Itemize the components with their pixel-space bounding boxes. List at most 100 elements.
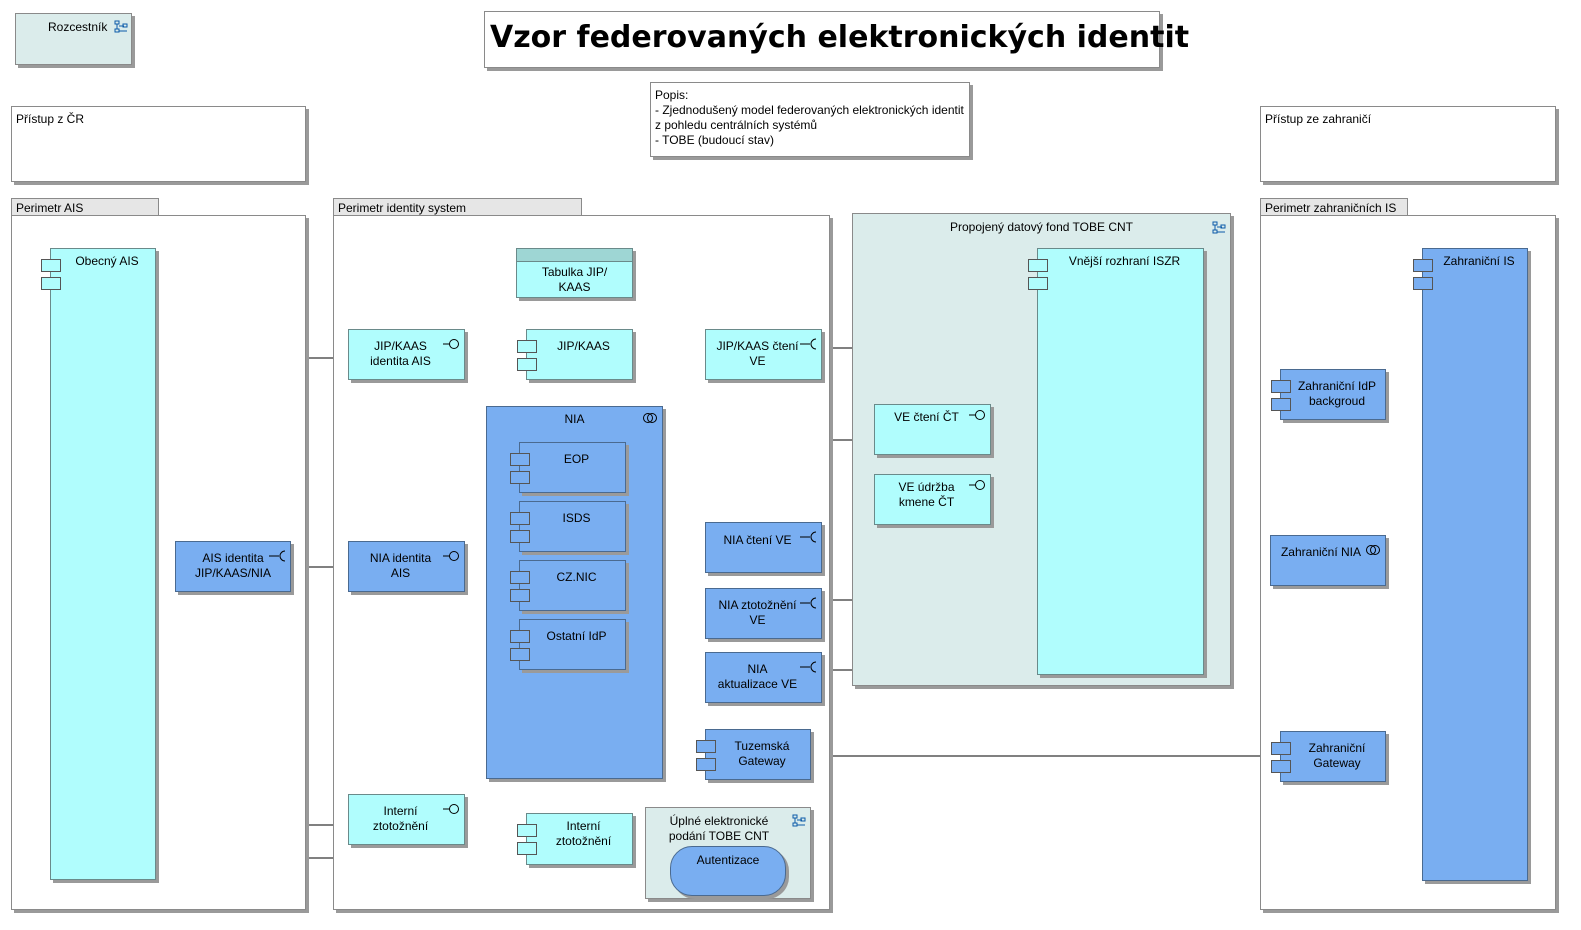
full-submission-label: podání TOBE CNT [668,829,770,843]
general-ais-label: Obecný AIS [75,254,139,268]
internal-label: Interní [566,819,601,833]
nia-update-ve-interface[interactable]: NIA aktualizace VE [705,652,822,703]
authentication-label: Autentizace [696,853,760,867]
signpost-label: Rozcestník [48,20,108,34]
jip-identity-label: JIP/KAAS [374,339,427,353]
nia-read-ve-interface[interactable]: NIA čtení VE [705,522,822,573]
ve-maint-label: VE údržba [898,480,955,494]
full-submission-label: Úplné elektronické [669,814,769,828]
isds-component[interactable]: ISDS [510,501,626,552]
required-interface-icon [269,550,286,562]
foreign-is-label: Zahraniční IS [1443,254,1515,268]
description-note: Popis: - Zjednodušený model federovaných… [650,82,970,157]
component-tab [510,453,530,466]
nia-identification-ve-interface[interactable]: NIA ztotožnění VE [705,588,822,639]
collaboration-icon [643,413,657,423]
foreign-gateway-label: Zahraniční [1308,741,1366,755]
nia-update-label: NIA [747,662,768,676]
grouping-icon [792,814,806,827]
internal-identification-interface[interactable]: Interní ztotožnění [348,794,465,845]
jip-kaas-component[interactable]: JIP/KAAS [517,329,633,380]
description-line: Popis: [655,88,689,102]
foreign-is-component[interactable]: Zahraniční IS [1413,248,1528,881]
other-idp-component[interactable]: Ostatní IdP [510,619,626,670]
component-tab [517,358,537,371]
general-ais-component[interactable]: Obecný AIS [41,248,156,880]
required-interface-icon [800,597,817,609]
jip-table-label: KAAS [558,280,591,294]
component-tab [1271,380,1291,393]
perimeter-foreign-tab: Perimetr zahraničních IS [1260,198,1408,216]
component-tab [1028,259,1048,272]
internal-iface-label: Interní [383,804,418,818]
cznic-label: CZ.NIC [556,570,597,584]
eop-component[interactable]: EOP [510,442,626,493]
component-tab [510,471,530,484]
component-tab [510,589,530,602]
iszr-label: Vnější rozhraní ISZR [1068,254,1181,268]
component-tab [510,512,530,525]
component-tab [510,530,530,543]
foreign-idp-label: Zahraniční IdP [1297,379,1377,393]
nia-identity-label: NIA identita [369,551,432,565]
access-abroad-label: Přístup ze zahraničí [1265,112,1372,126]
nia-identity-label: AIS [390,566,411,580]
provided-interface-icon [969,410,985,420]
description-line: - TOBE (budoucí stav) [655,133,774,147]
foreign-idp-label: backgroud [1308,394,1366,408]
jip-table-label: Tabulka JIP/ [541,265,608,279]
description-line: - Zjednodušený model federovaných elektr… [655,103,964,117]
required-interface-icon [800,531,817,543]
component-tab [1271,760,1291,773]
ais-identity-interface[interactable]: AIS identita JIP/KAAS/NIA [175,541,291,592]
component-tab [517,842,537,855]
component-tab [510,630,530,643]
component-tab [696,758,716,771]
ais-identity-label: JIP/KAAS/NIA [194,566,272,580]
signpost-navigation[interactable]: Rozcestník [15,13,132,65]
authentication-service[interactable]: Autentizace [670,846,786,896]
jip-kaas-identity-ais-interface[interactable]: JIP/KAAS identita AIS [348,329,465,380]
perimeter-ais-tab: Perimetr AIS [11,198,159,216]
jip-kaas-table[interactable]: Tabulka JIP/ KAAS [516,248,633,298]
data-fund-label: Propojený datový fond TOBE CNT [950,220,1133,234]
internal-identification-component[interactable]: Interní ztotožnění [517,813,633,865]
component-tab [1271,398,1291,411]
jip-identity-label: identita AIS [370,354,431,368]
foreign-gateway-label: Gateway [1313,756,1361,770]
component-tab [1413,259,1433,272]
component-tab [1028,277,1048,290]
nia-read-label: NIA čtení VE [723,533,792,547]
provided-interface-icon [443,339,459,349]
eop-label: EOP [563,452,590,466]
other-idp-label: Ostatní IdP [546,629,607,643]
jip-kaas-label: JIP/KAAS [557,339,610,353]
foreign-nia-collaboration[interactable]: Zahraniční NIA [1270,535,1386,586]
component-tab [1271,742,1291,755]
ve-maintenance-interface[interactable]: VE údržba kmene ČT [874,474,991,525]
foreign-idp-component[interactable]: Zahraniční IdP backgroud [1271,369,1386,420]
component-tab [696,740,716,753]
ve-read-ct-interface[interactable]: VE čtení ČT [874,404,991,455]
component-tab [510,571,530,584]
foreign-gateway-component[interactable]: Zahraniční Gateway [1271,731,1386,782]
foreign-nia-label: Zahraniční NIA [1280,545,1362,559]
provided-interface-icon [443,804,459,814]
cznic-component[interactable]: CZ.NIC [510,560,626,611]
nia-ident-label: VE [749,613,766,627]
domestic-gateway-component[interactable]: Tuzemská Gateway [696,729,811,780]
internal-iface-label: ztotožnění [372,819,429,833]
iszr-component[interactable]: Vnější rozhraní ISZR [1028,248,1204,675]
nia-label: NIA [564,412,585,426]
isds-label: ISDS [562,511,591,525]
nia-identity-ais-interface[interactable]: NIA identita AIS [348,541,465,592]
provided-interface-icon [969,480,985,490]
ve-maint-label: kmene ČT [898,495,955,509]
navigation-icon [114,20,128,33]
component-tab [41,277,61,290]
required-interface-icon [800,661,817,673]
domestic-gateway-label: Tuzemská [734,739,790,753]
jip-kaas-read-interface[interactable]: JIP/KAAS čtení VE [705,329,822,380]
component-tab [1413,277,1433,290]
perimeter-identity-tab: Perimetr identity system [333,198,582,216]
